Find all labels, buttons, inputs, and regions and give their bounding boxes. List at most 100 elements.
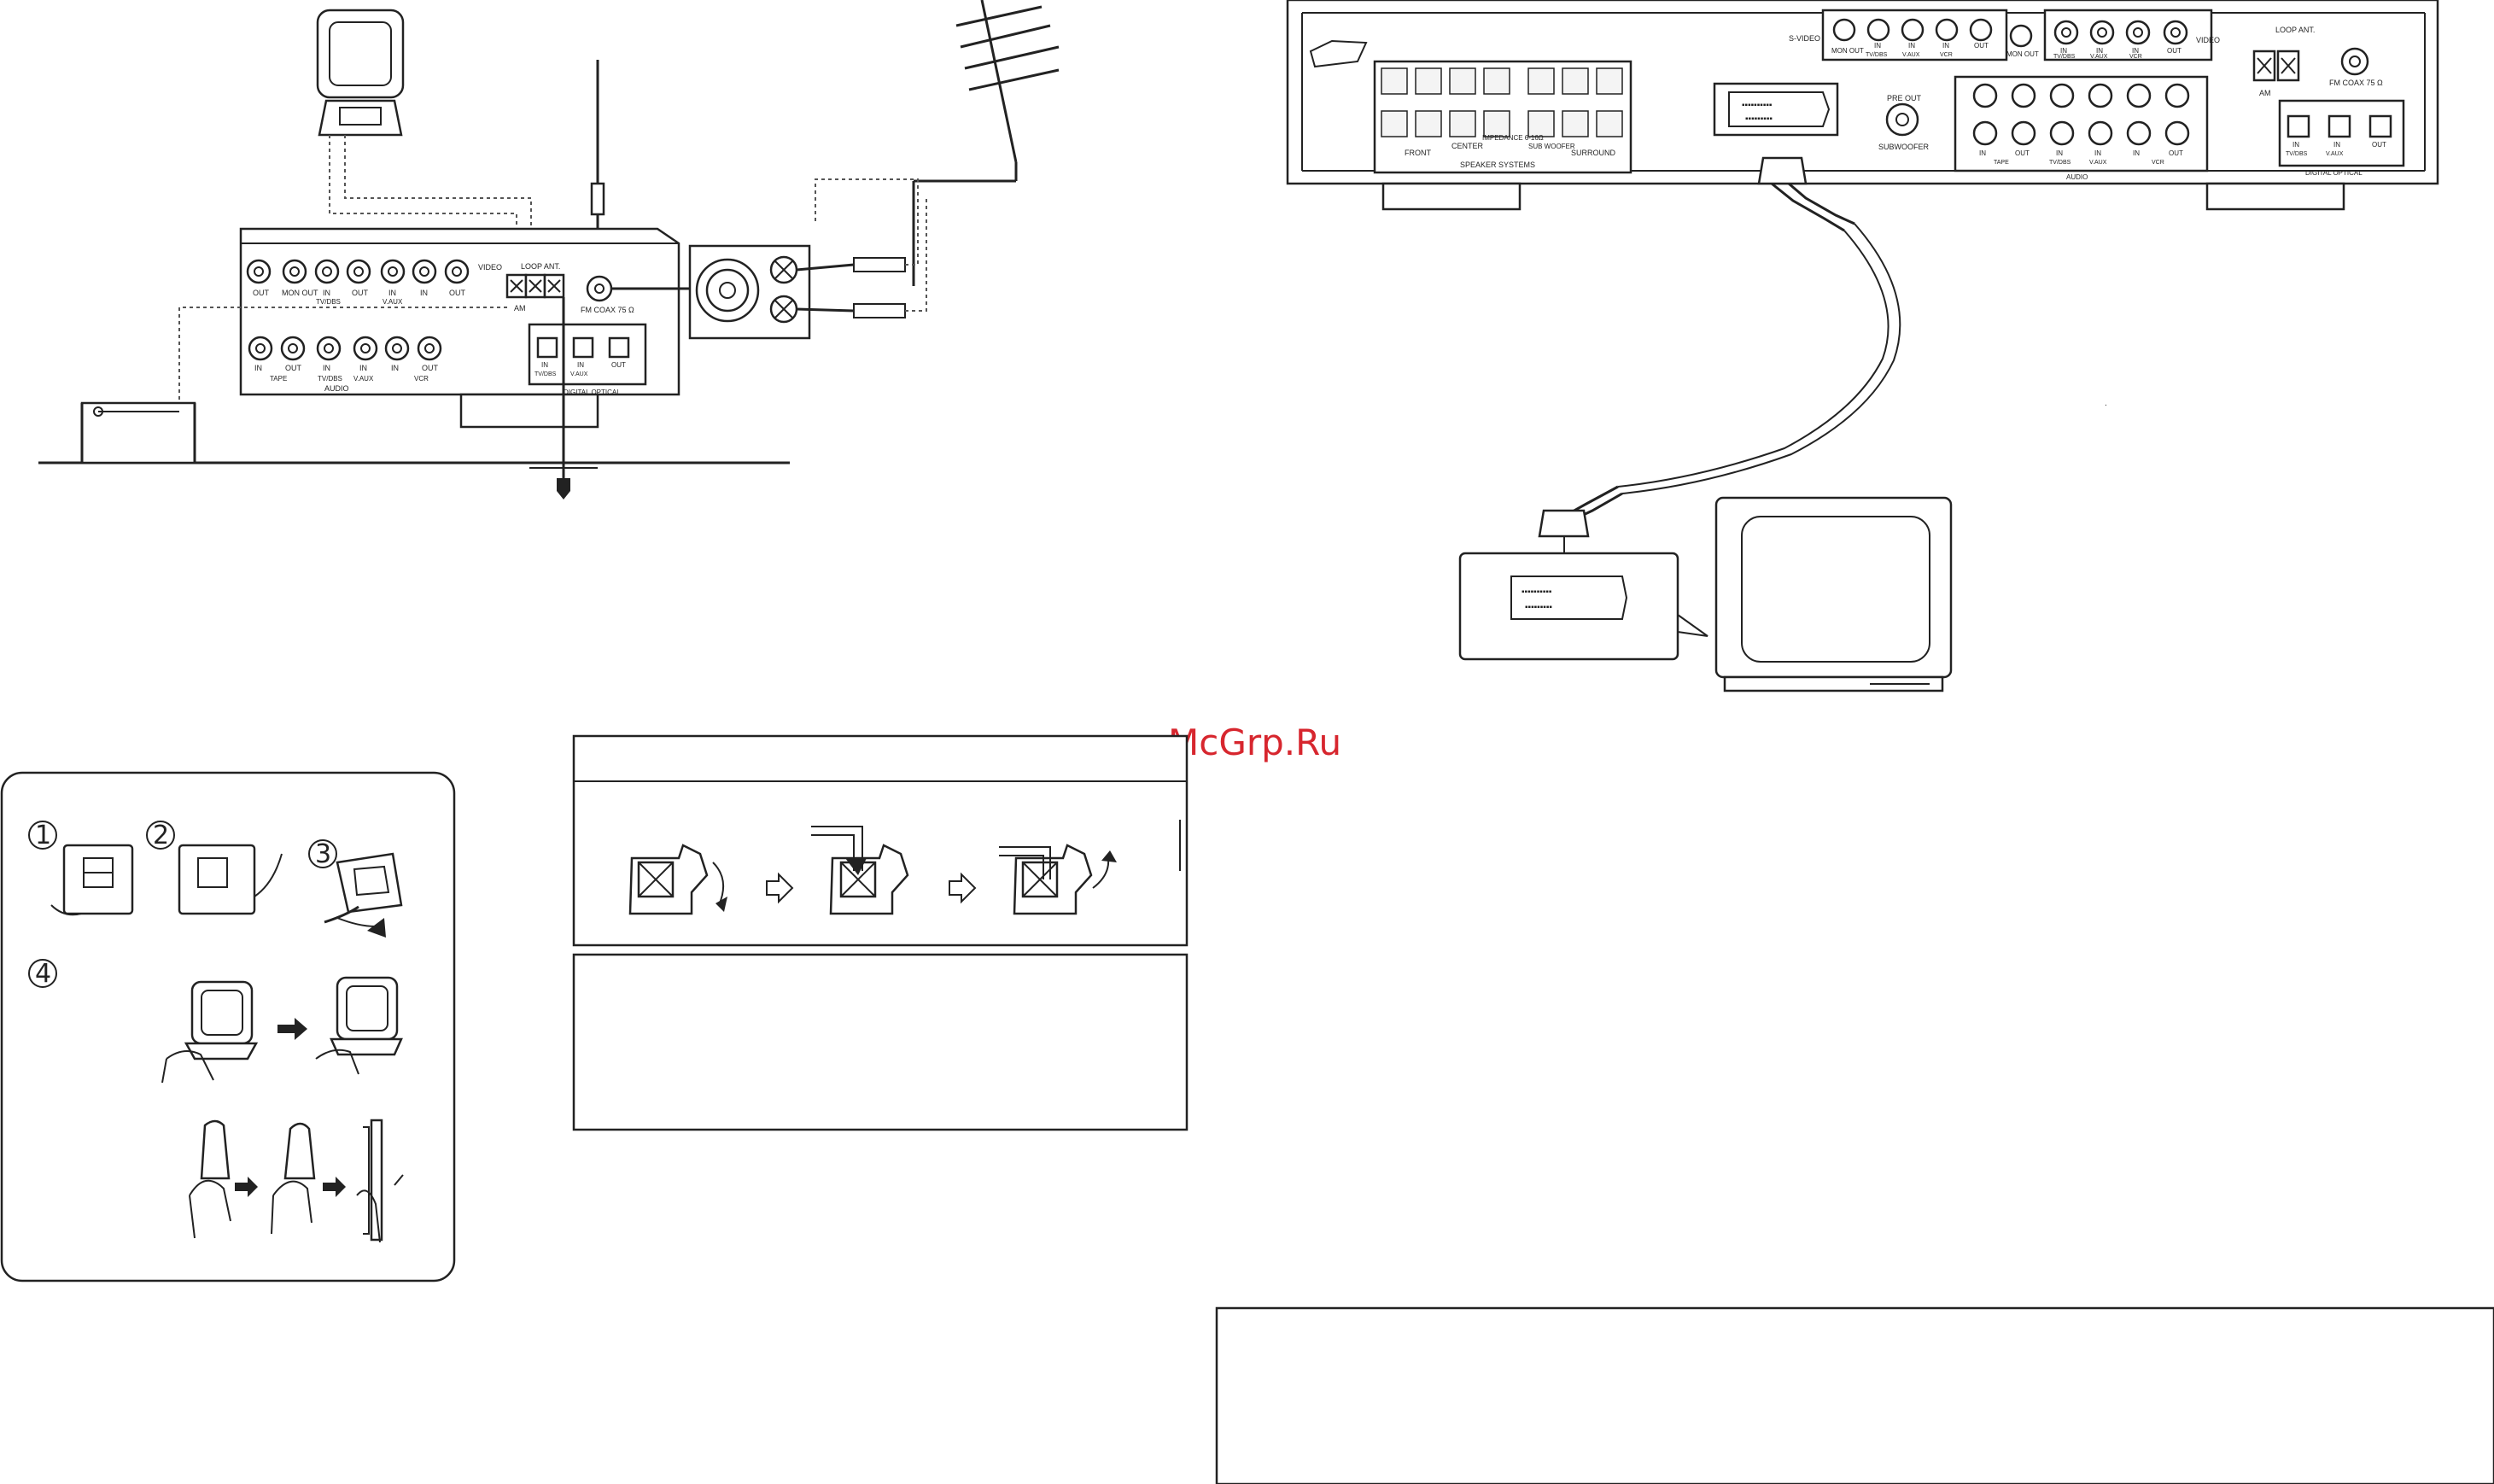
speaker-systems-label: SPEAKER SYSTEMS xyxy=(1460,161,1535,169)
am-terminal-label: AM xyxy=(514,304,526,313)
tv-icon xyxy=(1714,496,1953,692)
s-video-jack-sub: V.AUX xyxy=(1902,52,1920,58)
video-section-label: VIDEO xyxy=(478,263,502,272)
digital-optical-label: DIGITAL OPTICAL xyxy=(2305,169,2363,177)
watermark: McGrp.Ru xyxy=(1168,722,1341,763)
ground-stake-icon xyxy=(557,478,570,500)
audio-row-label: IN xyxy=(391,364,399,372)
audio-section-label: AUDIO xyxy=(2066,173,2088,181)
subwoofer-pre-out-jack xyxy=(1885,102,1919,137)
am-loop-antenna-icon xyxy=(316,9,405,137)
antenna-connection-diagram: OUT MON OUT IN OUT IN IN OUT TV/DBS V.AU… xyxy=(38,0,1060,500)
step-number: 3 xyxy=(315,839,331,869)
step-number: 2 xyxy=(153,821,169,850)
video-jack-label: IN xyxy=(2060,47,2067,55)
loop-antenna-mount-icon xyxy=(189,1119,404,1243)
s-video-jack-label: OUT xyxy=(1974,42,1989,50)
antenna-adapter-box xyxy=(688,244,811,340)
optical-label: OUT xyxy=(611,361,626,369)
svg-text:▪▪▪▪▪▪▪▪▪▪: ▪▪▪▪▪▪▪▪▪▪ xyxy=(1742,101,1773,110)
optical-label: IN xyxy=(577,361,584,369)
audio-jack-sub: V.AUX xyxy=(2089,160,2107,166)
loop-antenna-label: LOOP ANT. xyxy=(2275,26,2315,34)
optical-sub-label: TV/DBS xyxy=(534,371,557,377)
optical-sub-label: TV/DBS xyxy=(2286,151,2308,157)
front-speaker-label: FRONT xyxy=(1405,149,1431,157)
audio-jack-label: OUT xyxy=(2169,149,2183,157)
audio-row-sub-label: V.AUX xyxy=(353,375,374,383)
video-jack-sub: VCR xyxy=(2129,54,2142,60)
video-jack-label: IN xyxy=(2096,47,2103,55)
loop-antenna-assembly-panel: 1 2 3 4 xyxy=(0,771,456,1282)
tv-scart-connection-diagram: FRONT CENTER IMPEDANCE 6-16Ω SUB WOOFER … xyxy=(1286,0,2439,692)
video-jack-label: IN xyxy=(2132,47,2139,55)
s-video-jack-label: IN xyxy=(1908,42,1915,50)
optical-label: IN xyxy=(2292,141,2299,149)
fm-coax-jack xyxy=(586,275,613,302)
left-receiver-rear-panel: OUT MON OUT IN OUT IN IN OUT TV/DBS V.AU… xyxy=(239,227,680,429)
s-video-jack-sub: TV/DBS xyxy=(1866,52,1888,58)
video-section-label: VIDEO xyxy=(2196,36,2220,44)
audio-row-label: OUT xyxy=(422,364,439,372)
fm-coax-jack xyxy=(2340,47,2369,76)
fm-outdoor-antenna-icon xyxy=(912,0,1060,286)
audio-jack-label: IN xyxy=(2094,149,2101,157)
loop-antenna-fold-icon xyxy=(161,976,403,1084)
sub-woofer-speaker-label: SUB WOOFER xyxy=(1528,143,1575,150)
step-number: 1 xyxy=(35,821,51,850)
arrow-icon xyxy=(949,872,977,904)
top-row-sub-label: V.AUX xyxy=(383,298,403,306)
outdoor-post-icon xyxy=(80,401,196,464)
top-row-label: OUT xyxy=(449,289,466,297)
antenna-stand-icon xyxy=(50,844,134,916)
loop-antenna-label: LOOP ANT. xyxy=(521,262,560,271)
terminal-step-icon xyxy=(999,844,1117,915)
s-video-label: S-VIDEO xyxy=(1789,34,1820,43)
s-video-jack-label: IN xyxy=(1942,42,1949,50)
optical-label: IN xyxy=(2333,141,2340,149)
speaker-terminals xyxy=(1381,67,1623,137)
audio-jack-label: IN xyxy=(2056,149,2063,157)
top-row-sub-label: TV/DBS xyxy=(316,298,341,306)
monitor-out-label: MON OUT xyxy=(2006,50,2039,58)
note-box xyxy=(1215,1306,2494,1484)
antenna-stand-icon xyxy=(178,844,283,915)
audio-jack-label: IN xyxy=(2133,149,2140,157)
optical-sub-label: V.AUX xyxy=(570,371,588,377)
video-jack-row xyxy=(246,259,470,284)
s-video-jack-label: MON OUT xyxy=(1831,47,1864,55)
video-jack-label: OUT xyxy=(2167,47,2182,55)
audio-row-label: IN xyxy=(254,364,262,372)
optical-label: OUT xyxy=(2372,141,2386,149)
svg-text:▪▪▪▪▪▪▪▪▪: ▪▪▪▪▪▪▪▪▪ xyxy=(1525,603,1552,612)
video-jack-sub: V.AUX xyxy=(2090,54,2108,60)
svg-text:▪▪▪▪▪▪▪▪▪▪: ▪▪▪▪▪▪▪▪▪▪ xyxy=(1522,587,1552,597)
center-speaker-label: CENTER xyxy=(1451,142,1484,150)
audio-section-label: AUDIO xyxy=(324,384,349,393)
step-number: 4 xyxy=(35,959,51,989)
am-terminal-label: AM xyxy=(2259,89,2271,97)
subwoofer-label: SUBWOOFER xyxy=(1878,143,1930,151)
audio-row-label: IN xyxy=(359,364,367,372)
top-row-label: OUT xyxy=(253,289,270,297)
optical-label: IN xyxy=(541,361,548,369)
fm-coax-label: FM COAX 75 Ω xyxy=(581,306,634,314)
pre-out-label: PRE OUT xyxy=(1887,94,1922,102)
audio-row-sub-label: VCR xyxy=(414,375,429,383)
audio-jack-panel xyxy=(1954,75,2209,172)
audio-jack-sub: TAPE xyxy=(1994,160,2009,166)
right-receiver-rear-panel: FRONT CENTER IMPEDANCE 6-16Ω SUB WOOFER … xyxy=(1286,0,2439,211)
svg-text:▪▪▪▪▪▪▪▪▪: ▪▪▪▪▪▪▪▪▪ xyxy=(1745,114,1773,124)
svg-text:.: . xyxy=(2105,399,2107,408)
fm-coax-label: FM COAX 75 Ω xyxy=(2329,79,2383,87)
antenna-terminals xyxy=(505,273,565,299)
top-row-label: OUT xyxy=(352,289,369,297)
terminal-step-icon xyxy=(628,844,727,915)
top-row-label: IN xyxy=(323,289,330,297)
audio-jack-label: OUT xyxy=(2015,149,2030,157)
impedance-label: IMPEDANCE 6-16Ω xyxy=(1482,134,1544,142)
audio-jack-sub: VCR xyxy=(2152,160,2164,166)
audio-jack-sub: TV/DBS xyxy=(2049,160,2071,166)
s-video-jack-label: IN xyxy=(1874,42,1881,50)
